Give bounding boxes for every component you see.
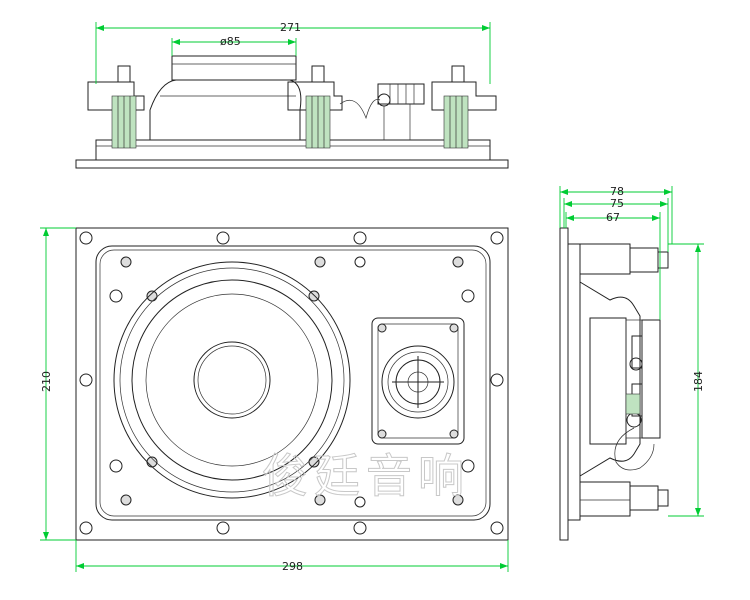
dim-side-75-label: 75 bbox=[610, 197, 624, 210]
dim-side-67-label: 67 bbox=[606, 211, 620, 224]
top-view bbox=[75, 55, 509, 169]
dim-side-height: 184 bbox=[668, 243, 705, 517]
dim-front-width-label: 298 bbox=[282, 560, 303, 573]
dim-side-78: 78 bbox=[559, 185, 673, 244]
front-view bbox=[75, 227, 509, 541]
dim-front-width: 298 bbox=[75, 540, 509, 573]
dim-top-width-label: 271 bbox=[280, 21, 301, 34]
dim-side-75: 75 bbox=[563, 197, 669, 252]
dim-front-height: 210 bbox=[40, 227, 76, 541]
side-view bbox=[559, 227, 669, 541]
dim-front-height-label: 210 bbox=[40, 371, 53, 392]
dim-side-height-label: 184 bbox=[692, 371, 705, 392]
dim-woofer-diameter: ø85 bbox=[171, 35, 297, 56]
dim-side-67: 67 bbox=[565, 211, 661, 320]
dim-side-78-label: 78 bbox=[610, 185, 624, 198]
dim-woofer-diameter-label: ø85 bbox=[220, 35, 241, 48]
watermark-text: 俊廷音响 bbox=[262, 449, 470, 503]
dim-top-width: 271 bbox=[95, 21, 491, 84]
